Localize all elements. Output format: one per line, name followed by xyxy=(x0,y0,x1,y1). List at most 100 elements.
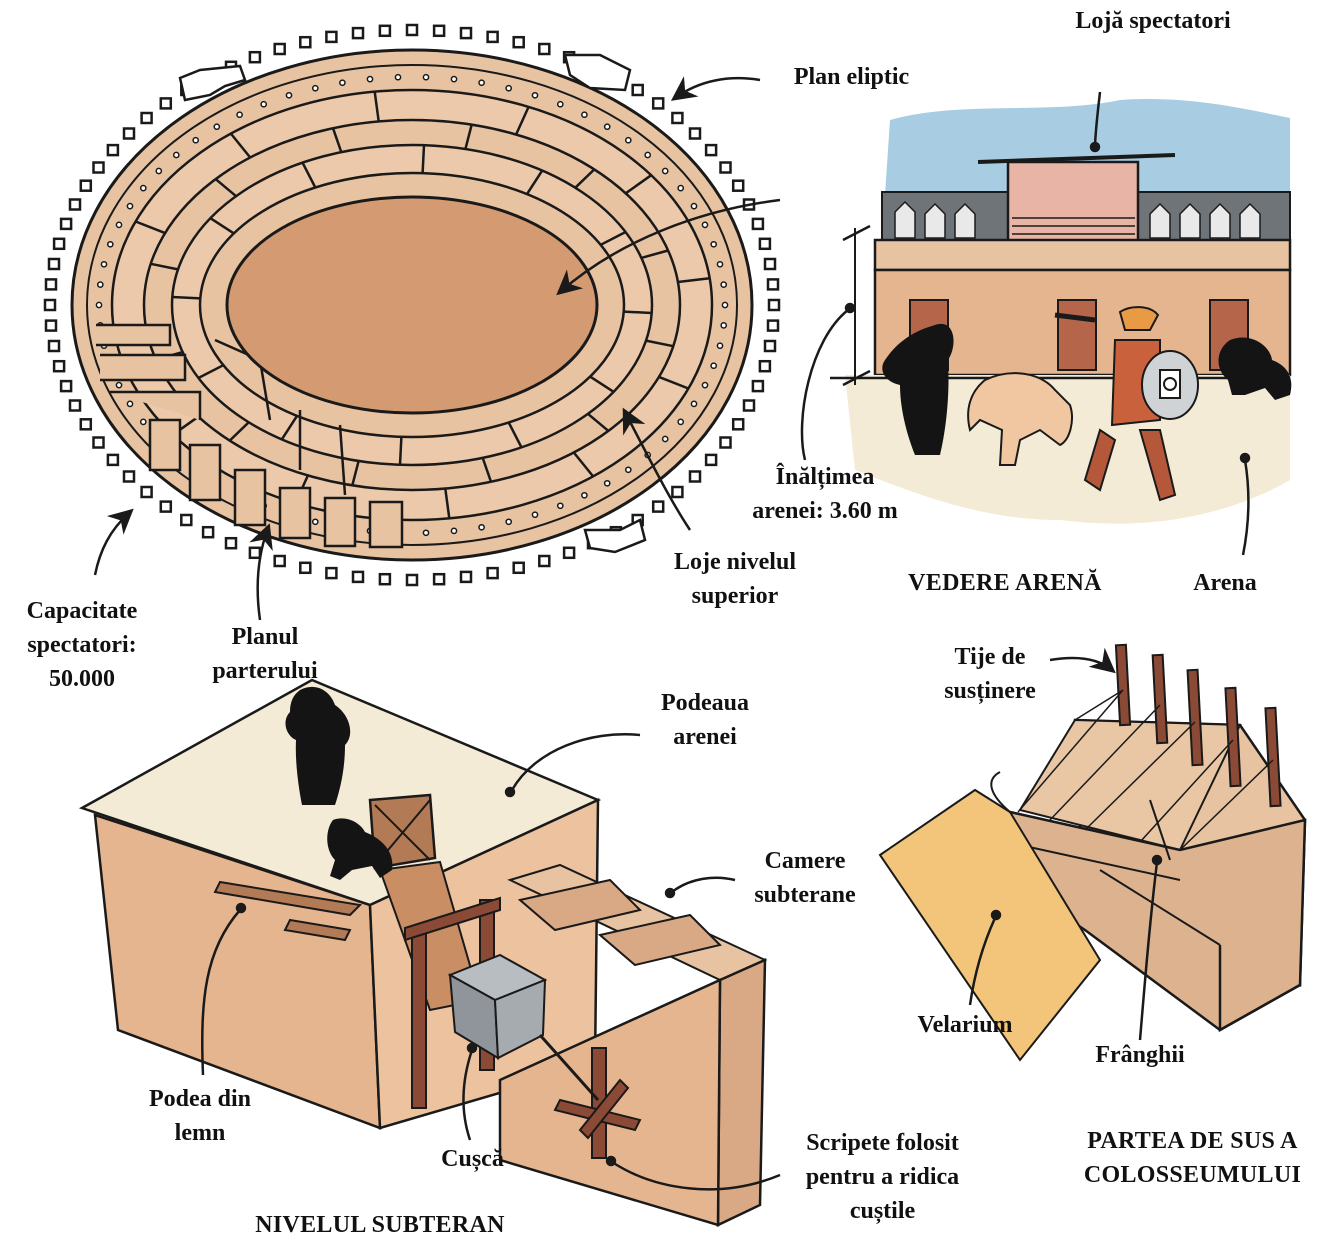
label-partea-line2: COLOSSEUMULUI xyxy=(1050,1158,1335,1192)
column-dot xyxy=(96,302,101,307)
pier-square xyxy=(250,548,260,558)
column-dot xyxy=(626,138,631,143)
column-dot xyxy=(721,282,726,287)
column-dot xyxy=(451,77,456,82)
label-tije-line1: Tije de xyxy=(920,640,1060,674)
column-dot xyxy=(702,383,707,388)
pier-square xyxy=(275,44,285,54)
pier-square xyxy=(706,145,716,155)
column-dot xyxy=(582,493,587,498)
pier-square xyxy=(768,279,778,289)
pier-square xyxy=(721,163,731,173)
radial-wall xyxy=(172,297,200,298)
label-planul-line1: Planul xyxy=(195,620,335,654)
column-dot xyxy=(423,530,428,535)
pier-square xyxy=(488,32,498,42)
pier-square xyxy=(300,37,310,47)
column-dot xyxy=(127,204,132,209)
column-dot xyxy=(582,112,587,117)
label-planul-parterului: Planul parterului xyxy=(195,620,335,688)
column-dot xyxy=(717,262,722,267)
label-loje-line2: superior xyxy=(640,579,830,613)
pier-square xyxy=(203,527,213,537)
pier-square xyxy=(514,563,524,573)
radial-wall xyxy=(400,437,401,465)
column-dot xyxy=(108,242,113,247)
pointer-plan-eliptic xyxy=(675,78,760,98)
pier-square xyxy=(326,568,336,578)
column-dot xyxy=(367,77,372,82)
column-dot xyxy=(691,401,696,406)
pier-square xyxy=(653,98,663,108)
pier-square xyxy=(81,419,91,429)
radial-wall xyxy=(423,145,424,173)
pier-square xyxy=(765,341,775,351)
column-dot xyxy=(116,222,121,227)
label-inaltimea-line2: arenei: 3.60 m xyxy=(720,494,930,528)
label-velarium: Velarium xyxy=(895,1008,1035,1042)
pier-square xyxy=(70,401,80,411)
pier-square xyxy=(461,572,471,582)
label-scripete: Scripete folosit pentru a ridica cuștile xyxy=(775,1126,990,1228)
pier-square xyxy=(753,219,763,229)
pier-square xyxy=(61,219,71,229)
radial-wall xyxy=(624,312,652,313)
label-loje-nivelul: Loje nivelul superior xyxy=(640,545,830,613)
pier-square xyxy=(690,129,700,139)
column-dot xyxy=(691,204,696,209)
pier-square xyxy=(326,32,336,42)
pier-square xyxy=(161,98,171,108)
pier-square xyxy=(380,574,390,584)
column-dot xyxy=(98,282,103,287)
column-dot xyxy=(479,525,484,530)
pier-square xyxy=(49,341,59,351)
elliptic-plan-drawing xyxy=(45,25,779,585)
label-scripete-line3: cuștile xyxy=(775,1194,990,1228)
pier-square xyxy=(564,548,574,558)
column-dot xyxy=(721,323,726,328)
column-dot xyxy=(532,93,537,98)
label-capacitate-line2: spectatori: xyxy=(2,628,162,662)
pier-square xyxy=(181,515,191,525)
pier-square xyxy=(49,259,59,269)
column-dot xyxy=(711,242,716,247)
pier-square xyxy=(353,28,363,38)
pier-square xyxy=(407,575,417,585)
pier-square xyxy=(733,419,743,429)
column-dot xyxy=(558,102,563,107)
label-podea-line2: lemn xyxy=(115,1116,285,1150)
pier-square xyxy=(45,300,55,310)
pier-square xyxy=(760,239,770,249)
pier-square xyxy=(721,438,731,448)
pier-square xyxy=(61,381,71,391)
column-dot xyxy=(645,152,650,157)
column-dot xyxy=(663,436,668,441)
pier-square xyxy=(124,129,134,139)
pier-square xyxy=(653,502,663,512)
column-dot xyxy=(261,102,266,107)
pier-square xyxy=(353,572,363,582)
column-dot xyxy=(663,168,668,173)
label-podeaua-line1: Podeaua xyxy=(630,686,780,720)
pier-square xyxy=(514,37,524,47)
column-dot xyxy=(141,186,146,191)
pier-square xyxy=(108,145,118,155)
pier-square xyxy=(124,472,134,482)
column-dot xyxy=(451,528,456,533)
column-dot xyxy=(156,168,161,173)
pier-square xyxy=(488,568,498,578)
column-dot xyxy=(532,512,537,517)
pier-square xyxy=(461,28,471,38)
column-dot xyxy=(678,186,683,191)
column-dot xyxy=(313,519,318,524)
pier-square xyxy=(753,381,763,391)
label-partea-de-sus: PARTEA DE SUS A COLOSSEUMULUI xyxy=(1050,1124,1335,1192)
pier-square xyxy=(690,472,700,482)
column-dot xyxy=(678,419,683,424)
pier-square xyxy=(769,300,779,310)
label-inaltimea: Înălțimea arenei: 3.60 m xyxy=(720,460,930,528)
column-dot xyxy=(558,503,563,508)
label-inaltimea-line1: Înălțimea xyxy=(720,460,930,494)
column-dot xyxy=(506,86,511,91)
column-dot xyxy=(702,222,707,227)
